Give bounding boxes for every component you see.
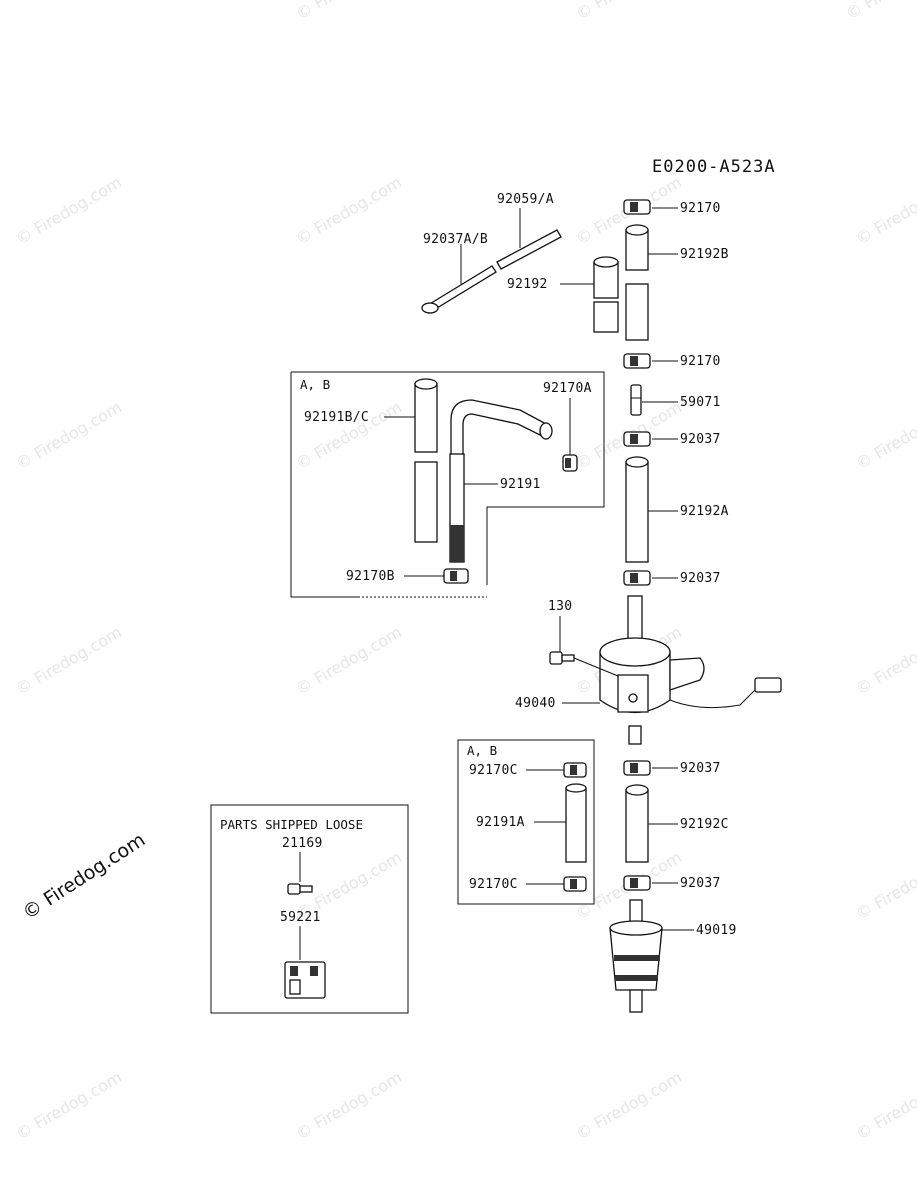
box-parts-shipped-loose bbox=[210, 804, 409, 1014]
watermark: © Firedog.com bbox=[573, 1068, 686, 1144]
label-92192: 92192 bbox=[507, 277, 548, 292]
terminal-21169 bbox=[287, 883, 313, 895]
fuel-filter-49019 bbox=[609, 899, 663, 1013]
clamp-92170-top bbox=[623, 199, 651, 215]
watermark: © Firedog.com bbox=[843, 0, 917, 23]
clamp-92037-3 bbox=[623, 760, 651, 776]
clamp-92170C-1 bbox=[563, 762, 587, 778]
label-59221: 59221 bbox=[280, 910, 321, 925]
label-92037AB: 92037A/B bbox=[423, 232, 488, 247]
label-92192B: 92192B bbox=[680, 247, 729, 262]
label-92191: 92191 bbox=[500, 477, 541, 492]
watermark: © Firedog.com bbox=[13, 1068, 126, 1144]
watermark: © Firedog.com bbox=[573, 0, 686, 23]
watermark: © Firedog.com bbox=[853, 1068, 917, 1144]
box-ab-bottom-title: A, B bbox=[467, 743, 497, 758]
sleeve-92192 bbox=[593, 256, 619, 333]
clamp-92037-2 bbox=[623, 570, 651, 586]
hose-92192B bbox=[625, 224, 649, 341]
label-92170C-1: 92170C bbox=[469, 763, 518, 778]
label-92037-2: 92037 bbox=[680, 571, 721, 586]
connector-59221 bbox=[284, 961, 326, 999]
clamp-92037-4 bbox=[623, 875, 651, 891]
label-92170A: 92170A bbox=[543, 381, 592, 396]
watermark: © Firedog.com bbox=[853, 623, 917, 699]
clamp-92037-1 bbox=[623, 431, 651, 447]
hose-92191BC bbox=[414, 378, 438, 543]
watermark: © Firedog.com bbox=[853, 848, 917, 924]
box-ab-top bbox=[290, 371, 605, 598]
label-92191A: 92191A bbox=[476, 815, 525, 830]
watermark-prominent: © Firedog.com bbox=[19, 829, 149, 924]
label-92170C-2: 92170C bbox=[469, 877, 518, 892]
hose-92192A bbox=[625, 456, 649, 563]
clamp-92170-mid bbox=[623, 353, 651, 369]
label-49040: 49040 bbox=[515, 696, 556, 711]
label-92037-1: 92037 bbox=[680, 432, 721, 447]
watermark: © Firedog.com bbox=[13, 173, 126, 249]
watermark: © Firedog.com bbox=[293, 173, 406, 249]
watermark: © Firedog.com bbox=[13, 623, 126, 699]
label-92170B: 92170B bbox=[346, 569, 395, 584]
watermark: © Firedog.com bbox=[293, 1068, 406, 1144]
diagram-code: E0200-A523A bbox=[652, 157, 776, 177]
box-loose-title: PARTS SHIPPED LOOSE bbox=[220, 817, 363, 832]
hose-92191 bbox=[449, 399, 553, 563]
watermark: © Firedog.com bbox=[293, 0, 406, 23]
watermark: © Firedog.com bbox=[293, 623, 406, 699]
fuel-pump-49040 bbox=[599, 595, 782, 745]
label-92170-top: 92170 bbox=[680, 201, 721, 216]
watermark: © Firedog.com bbox=[853, 173, 917, 249]
label-59071: 59071 bbox=[680, 395, 721, 410]
clamp-92170C-2 bbox=[563, 876, 587, 892]
label-130: 130 bbox=[548, 599, 572, 614]
watermark: © Firedog.com bbox=[13, 398, 126, 474]
box-ab-bottom bbox=[457, 739, 595, 905]
label-92192A: 92192A bbox=[680, 504, 729, 519]
bolt-130 bbox=[549, 651, 575, 665]
tube-92059A bbox=[496, 229, 562, 270]
clamp-92170B bbox=[443, 568, 469, 584]
tube-92037AB bbox=[421, 265, 497, 314]
watermark: © Firedog.com bbox=[293, 398, 406, 474]
label-92191BC: 92191B/C bbox=[304, 410, 369, 425]
label-49019: 49019 bbox=[696, 923, 737, 938]
hose-92192C bbox=[625, 784, 649, 863]
watermark: © Firedog.com bbox=[853, 398, 917, 474]
label-92059A: 92059/A bbox=[497, 192, 554, 207]
label-92192C: 92192C bbox=[680, 817, 729, 832]
label-92037-3: 92037 bbox=[680, 761, 721, 776]
label-21169: 21169 bbox=[282, 836, 323, 851]
clamp-92170A bbox=[562, 454, 578, 472]
connector-59071 bbox=[630, 384, 642, 416]
hose-92191A bbox=[565, 783, 587, 863]
label-92037-4: 92037 bbox=[680, 876, 721, 891]
box-ab-top-title: A, B bbox=[300, 377, 330, 392]
label-92170-mid: 92170 bbox=[680, 354, 721, 369]
